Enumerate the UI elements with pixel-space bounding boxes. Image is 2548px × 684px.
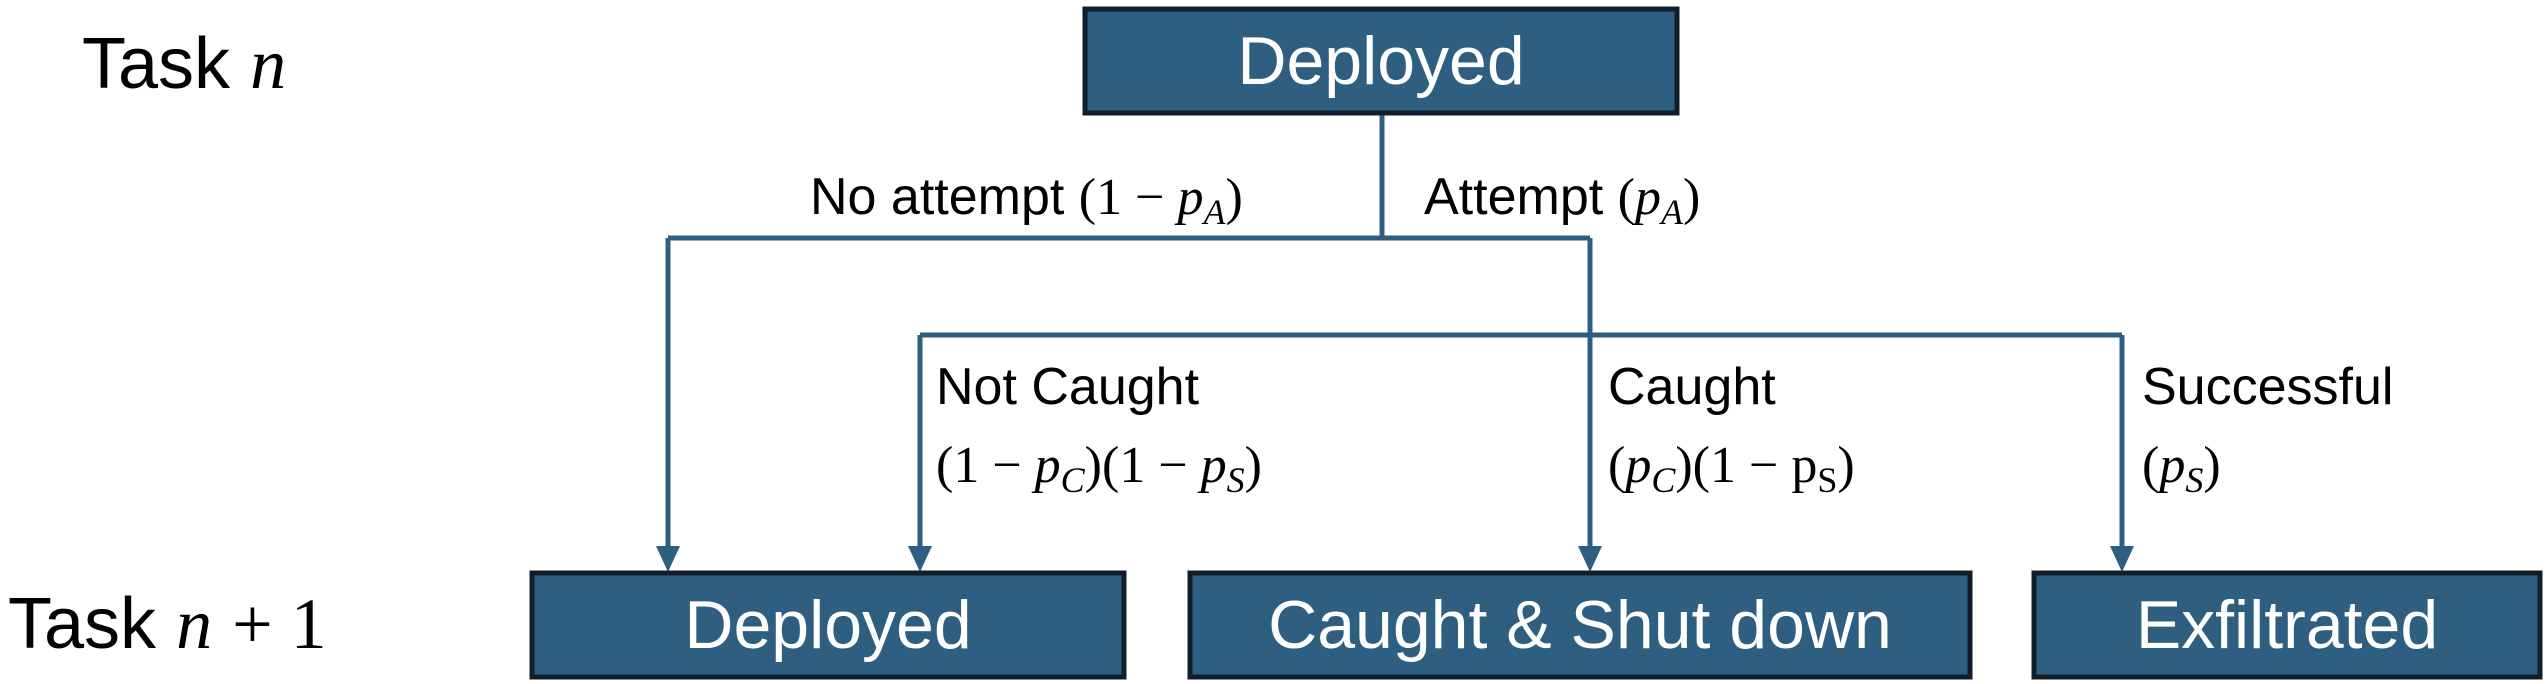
edge-label-text: Not Caught	[936, 358, 1200, 416]
edge-expr: )	[1245, 437, 1262, 494]
edge-label-not-caught: Not Caught (1 − pC)(1 − pS)	[936, 358, 1262, 500]
edge-expr: )	[1683, 169, 1700, 226]
row-label-task-n-plus-1: Task n + 1	[8, 584, 327, 664]
edge-var: p	[1173, 169, 1203, 226]
edge-sub: S	[2185, 460, 2203, 500]
edge-label-successful: Successful (pS)	[2142, 358, 2393, 500]
arrowhead-exfiltrated	[2110, 546, 2134, 572]
node-label: Caught & Shut down	[1268, 587, 1892, 663]
node-label: Deployed	[684, 587, 971, 663]
arrowhead-caught	[1578, 546, 1602, 572]
edge-expr: )	[1837, 437, 1854, 494]
node-label: Exfiltrated	[2136, 587, 2438, 663]
row-label-prefix: Task	[82, 24, 231, 104]
arrowhead-deployed-not-caught	[908, 546, 932, 572]
edge-label-expression: (pS)	[2142, 437, 2221, 500]
edge-label-text: Attempt	[1424, 168, 1604, 226]
node-label: Deployed	[1237, 23, 1524, 99]
edge-label-caught: Caught (pC)(1 − pS)	[1608, 358, 1855, 500]
edge-expr: )	[1085, 437, 1102, 494]
node-caught-shutdown: Caught & Shut down	[1187, 570, 1973, 680]
edge-var: p	[1031, 437, 1061, 494]
edge-sub: S	[1227, 460, 1245, 500]
edge-var: p	[2155, 437, 2185, 494]
edge-expr: (1 − p	[1693, 437, 1818, 494]
row-label-var: n	[176, 584, 212, 664]
row-label-prefix: Task	[8, 584, 157, 664]
edge-label-text: Caught	[1608, 358, 1776, 416]
edge-expr: (1 −	[1102, 437, 1201, 494]
row-label-task-n: Task n	[82, 24, 286, 104]
row-label-suffix: + 1	[232, 584, 327, 664]
edge-expr: )	[2203, 437, 2220, 494]
edge-expr: )	[1225, 169, 1242, 226]
edge-sub: A	[1659, 192, 1684, 232]
edge-sub: C	[1061, 460, 1086, 500]
edge-sub: C	[1651, 460, 1676, 500]
edge-expr: (	[1608, 437, 1625, 494]
edge-var: p	[1631, 169, 1661, 226]
edge-sub: A	[1201, 192, 1226, 232]
edge-label-attempt: Attempt (pA)	[1424, 168, 1700, 232]
node-exfiltrated: Exfiltrated	[2031, 570, 2543, 680]
row-label-var: n	[250, 24, 286, 104]
edge-expr: )	[1675, 437, 1692, 494]
arrowhead-deployed-no-attempt	[656, 546, 680, 572]
edge-label-text: Successful	[2142, 358, 2393, 416]
edge-label-expression: (1 − pC)(1 − pS)	[936, 437, 1262, 500]
edge-expr: (	[1618, 169, 1635, 226]
node-deployed-bottom: Deployed	[529, 570, 1127, 680]
edge-label-text: No attempt	[810, 168, 1065, 226]
edge-expr: (1 −	[936, 437, 1035, 494]
node-deployed-top: Deployed	[1082, 6, 1680, 116]
edge-label-no-attempt: No attempt (1 − pA)	[810, 168, 1243, 232]
edge-expr: (	[2142, 437, 2159, 494]
edge-var: p	[1621, 437, 1651, 494]
edge-sub: S	[1817, 460, 1837, 500]
connectors	[656, 113, 2134, 572]
edge-var: p	[1197, 437, 1227, 494]
edge-expr: (1 −	[1079, 169, 1178, 226]
edge-label-expression: (pC)(1 − pS)	[1608, 437, 1855, 500]
